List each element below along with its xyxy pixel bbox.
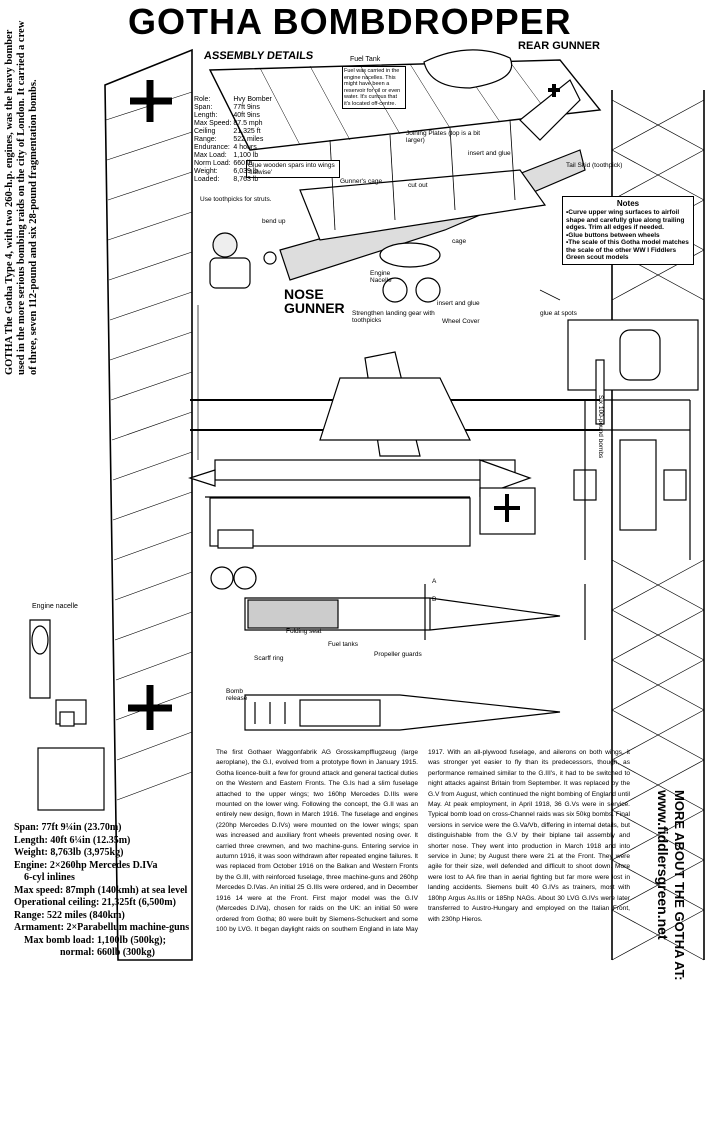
spec-key: Max Speed: [194,120,232,127]
page-title: GOTHA BOMBDROPPER [128,1,572,42]
spec-value: 8,763 lb [233,176,259,183]
fuselage-cutaway [244,584,586,731]
spec-key: Span: [194,104,213,111]
spec-row: Endurance:4 hours [194,144,274,152]
spec-row: Length: 40ft 9ins [194,112,274,120]
side-view-aircraft [188,459,536,590]
gotha-description: GOTHA The Gotha Type 4, with two 260-h.p… [4,20,39,375]
more-info-block: MORE ABOUT THE GOTHA AT: www.fiddlersgre… [654,790,688,1130]
notes-item: •Curve upper wing surfaces to airfoil sh… [566,209,685,231]
section-a-label: A [432,578,437,585]
spec-key: Weight: [194,168,218,175]
spec-line: Weight: 8,763lb (3,975kg) [14,847,124,858]
propeller-guards-label: Propeller guards [374,651,422,658]
spec-value: Hvy Bomber [233,96,272,103]
spec-row: Loaded: 8,763 lb [194,176,274,184]
spec-key: Ceiling [194,128,216,135]
spec-row: Max Speed:87.5 mph [194,120,274,128]
spec-row: Norm Load:660 lb [194,160,274,168]
spec-key: Loaded: [194,176,220,183]
spec-line: Max bomb load: 1,100lb (500kg); [24,934,166,946]
bombs-label: Six 100-pound bombs [597,395,604,459]
cut-out-label: cut out [408,182,428,189]
spec-row: Range: 522 miles [194,136,274,144]
spec-value: 1,100 lb [233,152,259,159]
fuel-tanks-label: Fuel tanks [328,641,358,648]
glue-at-spots-label: glue at spots [540,310,577,317]
spec-key: Range: [194,136,217,143]
fuel-tank-label: Fuel Tank [350,56,381,63]
section-b-label: B [432,596,437,603]
top-wing-planform [104,48,193,961]
website-link[interactable]: www.fiddlersgreen.net [655,790,671,940]
spec-key: Role: [194,96,211,103]
spec-row: Span: 77ft 9ins [194,104,274,112]
spec-value: 6,039 lb [233,168,259,175]
notes-heading: Notes [616,199,640,208]
spec-value: 21,325 ft [233,128,261,135]
spec-line: Engine: 2×260hp Mercedes D.IVa [14,859,158,871]
spec-value: 660 lb [233,160,253,167]
fuel-tank-note: Fuel was carried in the engine nacelles.… [342,66,406,109]
spec-key: Max Load: [194,152,227,159]
spec-value: 77ft 9ins [233,104,260,111]
folding-seat-label: Folding seat [286,628,322,635]
bomb-release-label: Bomb release [226,688,248,702]
plan-view-small [190,351,600,457]
insert-glue-top-label: insert and glue [468,150,511,157]
notes-box: Notes •Curve upper wing surfaces to airf… [562,196,694,265]
rear-gunner-label: REAR GUNNER [518,40,600,52]
assembly-details-label: ASSEMBLY DETAILS [203,50,314,62]
joining-plates-label: Joining Plates (top is a bit larger) [406,130,481,144]
insert-glue-bottom-label: insert and glue [437,300,480,307]
glue-spars-label: Glue wooden spars into wings 'flatwise' [246,160,340,178]
gunners-cage-label: Gunner's cage [340,178,383,185]
notes-item: •The scale of this Gotha model matches t… [566,239,689,261]
strengthen-gear-label: Strengthen landing gear with toothpicks [352,310,435,324]
spec-value: 40ft 9ins [233,112,260,119]
spec-key: Norm Load: [194,160,231,167]
notes-item: •Glue buttons between wheels [566,231,660,239]
spec-value: 4 hours [233,144,257,151]
engine-nacelle-label: Engine Nacelle [370,270,392,284]
spec-line: Armament: 2×Parabellum machine-guns [14,922,190,933]
toothpick-struts-label: Use toothpicks for struts. [200,196,272,203]
bottom-specifications: Span: 77ft 9¼in (23.70m) Length: 40ft 6¼… [14,822,219,960]
more-info-heading: MORE ABOUT THE GOTHA AT: [672,790,687,981]
nose-gunner-label: NOSE GUNNER [284,286,345,316]
spec-line: 6-cyl inlines [24,872,75,883]
bend-up-label: bend up [262,218,286,225]
spec-value: 87.5 mph [233,120,263,127]
spec-line: normal: 660lb (300kg) [60,947,155,958]
engine-nacelle-parts [29,619,105,811]
spec-row: Weight: 6,039 lb [194,168,274,176]
spec-row: Max Load: 1,100 lb [194,152,274,160]
tail-skid-label: Tail Skid (toothpick) [566,162,623,169]
blueprint-drawing [29,48,705,961]
spec-line: Operational ceiling: 21,325ft (6,500m) [14,897,176,908]
spec-value: 522 miles [233,136,264,143]
spec-row: Ceiling 21,325 ft [194,128,274,136]
history-article: The first Gothaer Waggonfabrik AG Grossk… [216,749,630,933]
spec-line: Max speed: 87mph (140kmh) at sea level [14,884,188,896]
wheel-cover-label: Wheel Cover [442,318,480,325]
cage-label: cage [452,238,467,245]
spec-line: Range: 522 miles (840km) [14,909,125,921]
plan-view-aircraft [567,90,705,961]
scarff-ring-label: Scarff ring [254,655,284,662]
spec-row: Role: Hvy Bomber [194,96,274,104]
spec-line: Length: 40ft 6¼in (12.35m) [14,834,131,846]
engine-nacelle-small-label: Engine nacelle [32,603,78,610]
spec-key: Endurance: [194,144,230,151]
spec-key: Length: [194,112,218,119]
spec-line: Span: 77ft 9¼in (23.70m) [14,822,122,833]
